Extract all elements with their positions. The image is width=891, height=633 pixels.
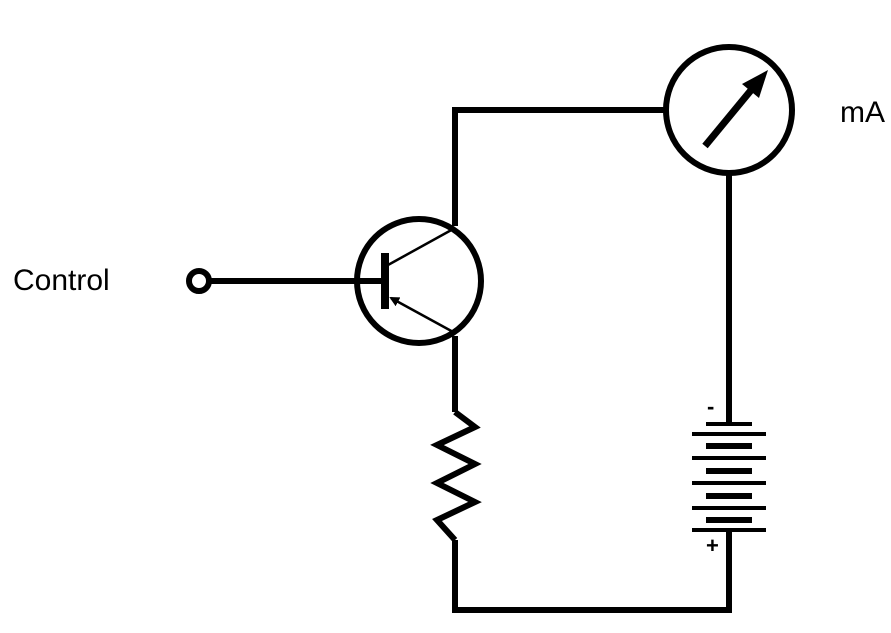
battery-positive-label: + bbox=[706, 533, 719, 558]
control-label: Control bbox=[13, 264, 110, 297]
bottom-wire bbox=[452, 530, 732, 613]
top-wire bbox=[452, 107, 664, 226]
pnp-transistor-icon bbox=[354, 216, 484, 346]
meter-unit-label: mA bbox=[840, 96, 885, 129]
terminal-icon bbox=[186, 268, 212, 294]
meter-icon bbox=[663, 44, 795, 176]
battery-icon bbox=[692, 422, 766, 532]
wires bbox=[207, 107, 732, 613]
resistor-icon bbox=[430, 409, 482, 543]
battery-negative-label: - bbox=[707, 394, 715, 419]
